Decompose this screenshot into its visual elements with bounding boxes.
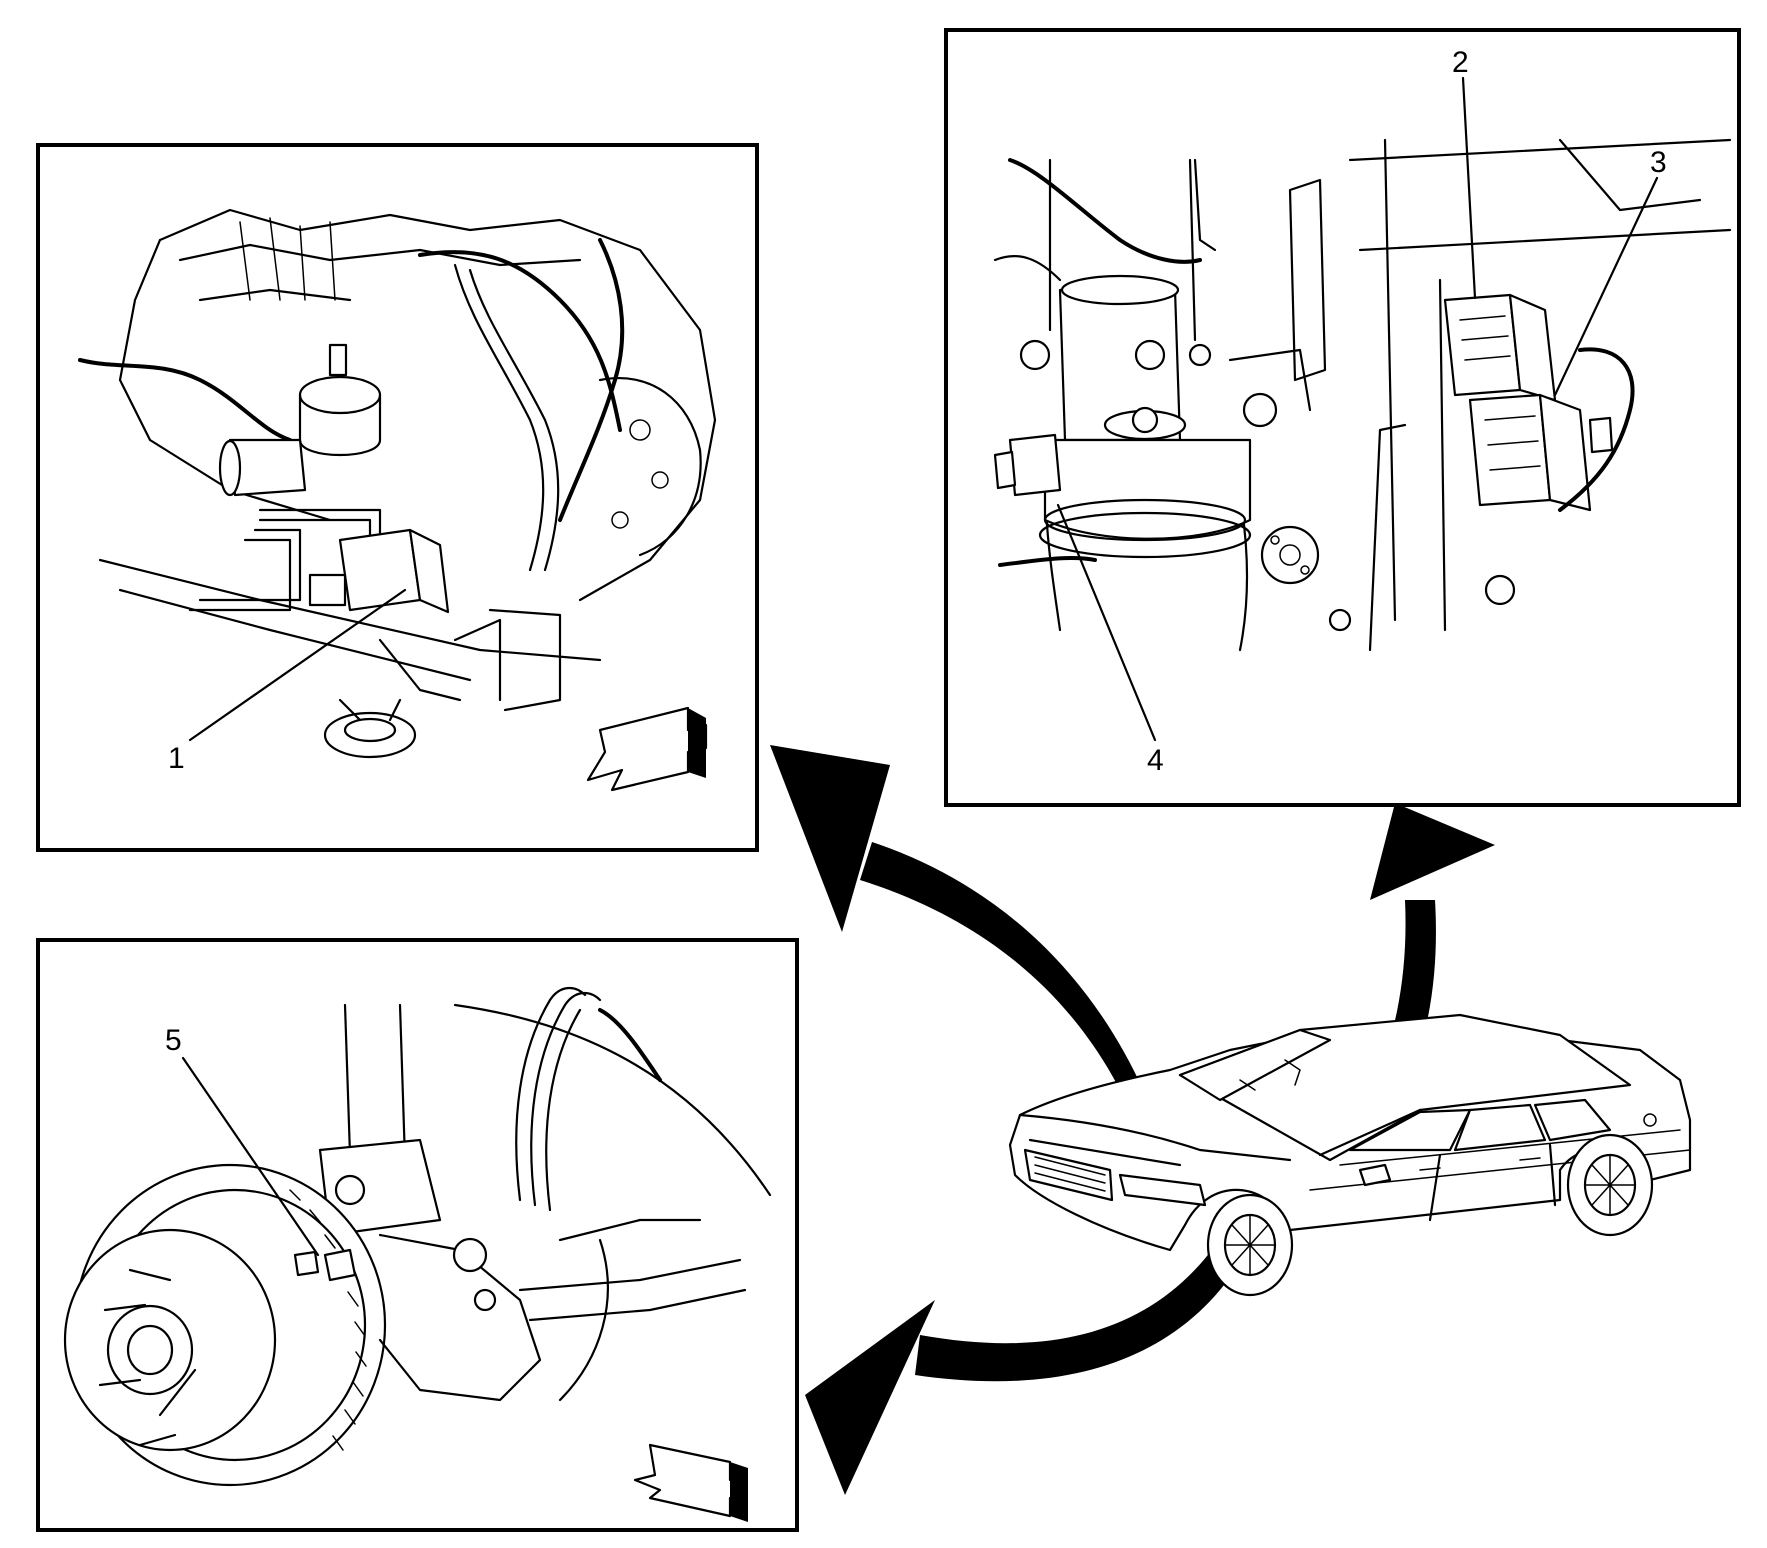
callout-1: 1 (168, 742, 185, 775)
leader-line-4 (1056, 503, 1157, 742)
engine-illustration (78, 208, 717, 759)
column-illustration (993, 138, 1732, 652)
callout-3: 3 (1650, 146, 1667, 179)
panel-wheel-speed-sensor: 5 (36, 938, 799, 1532)
arrow-to-column-view (1320, 803, 1495, 1180)
callout-4: 4 (1147, 744, 1164, 777)
panel-steering-column: 2 3 4 (944, 28, 1741, 807)
callout-2: 2 (1452, 46, 1469, 79)
arrow-to-engine-view (770, 745, 1178, 1195)
leader-line-2 (1461, 76, 1477, 300)
leader-line-5 (181, 1056, 320, 1257)
forward-direction-arrow-icon (633, 1443, 748, 1522)
leader-line-1 (188, 588, 407, 742)
callout-5: 5 (165, 1024, 182, 1057)
leader-line-3 (1553, 176, 1659, 397)
arrow-to-wheel-view (805, 1215, 1260, 1495)
forward-direction-arrow-icon (586, 706, 708, 792)
panel-engine-compartment: 1 (36, 143, 759, 852)
locator-arrows (770, 745, 1495, 1495)
wheel-hub-illustration (63, 987, 772, 1487)
vehicle-illustration (1008, 1013, 1692, 1297)
